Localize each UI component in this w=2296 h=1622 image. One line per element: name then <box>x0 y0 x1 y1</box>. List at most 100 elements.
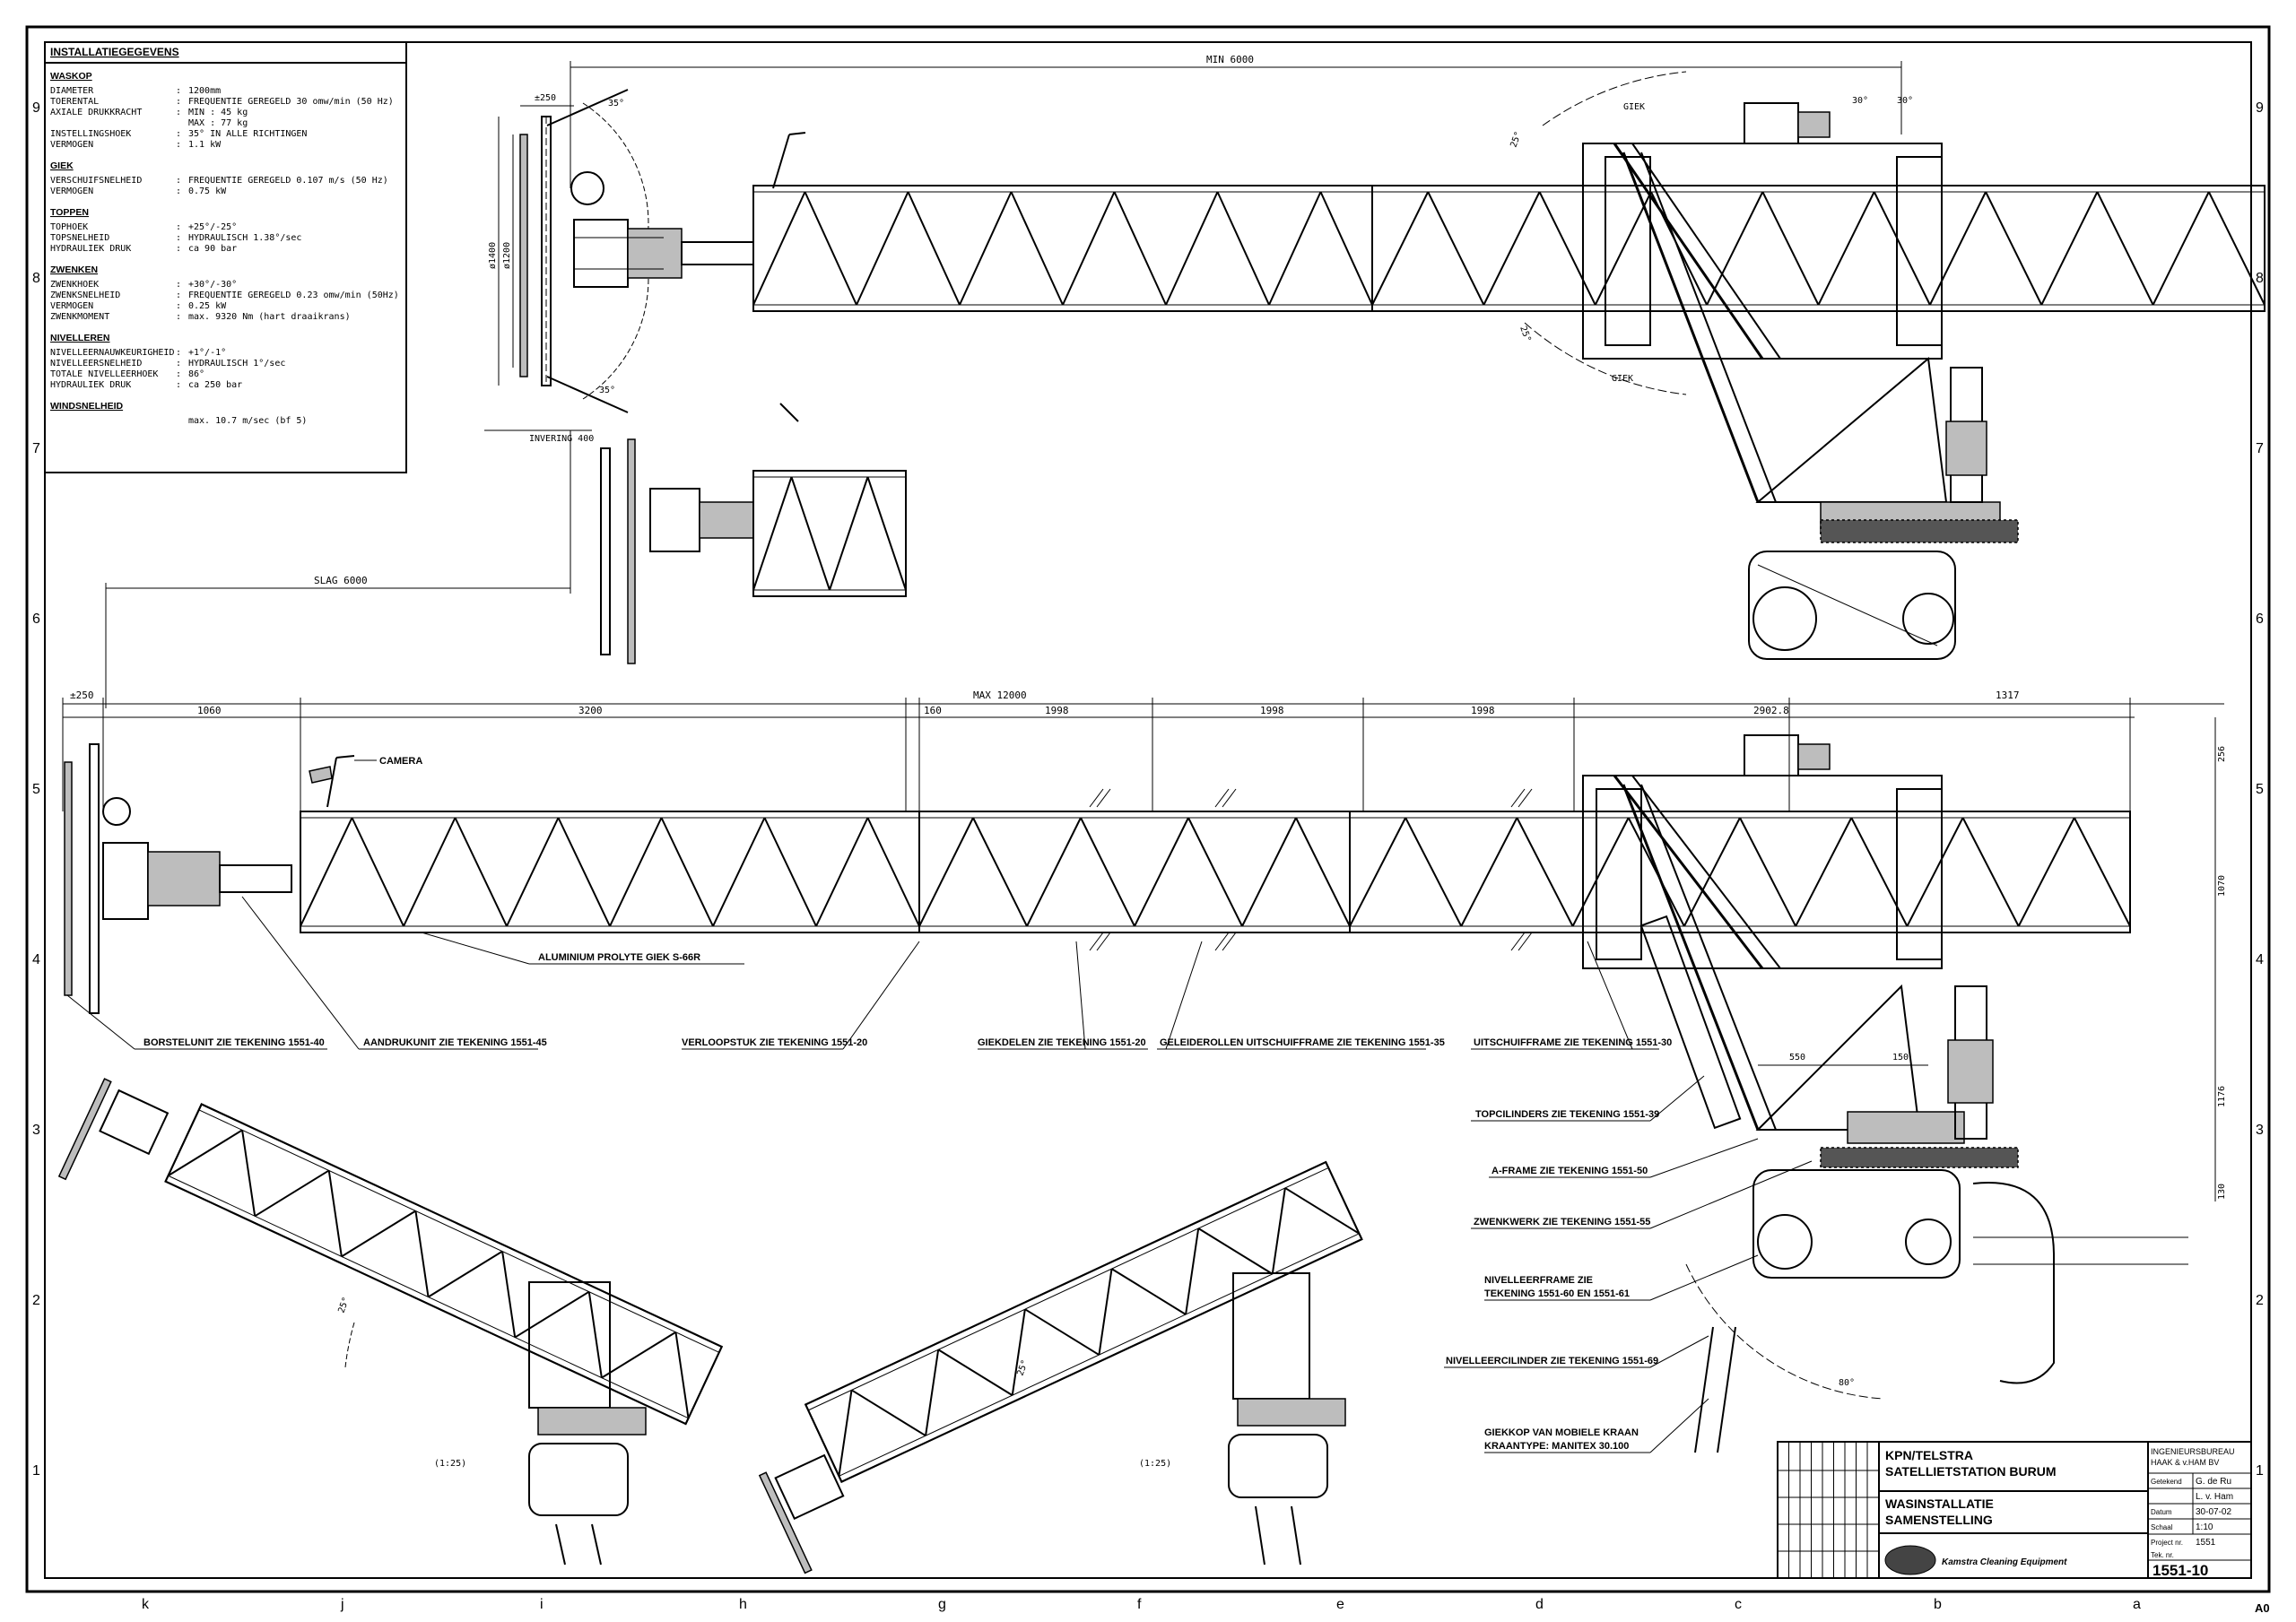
row-value: MIN : 45 kg <box>188 108 248 117</box>
angle-30-left: 30° <box>1852 96 1868 106</box>
truss-diagonal <box>1405 817 1463 927</box>
revision-grid <box>1777 1442 1879 1578</box>
row-colon: : <box>176 176 181 186</box>
row-colon: : <box>176 129 181 139</box>
callout-topcil: TOPCILINDERS ZIE TEKENING 1551-39 <box>1475 1109 1659 1120</box>
break-mark <box>1214 932 1230 951</box>
row-value: 0.75 kW <box>188 186 227 196</box>
dim-250-left: ±250 <box>70 690 94 701</box>
truss-diagonal <box>674 1331 690 1418</box>
label-datum: Datum <box>2151 1508 2172 1516</box>
truss-diagonal <box>937 1349 1013 1396</box>
truss-diagonal <box>1873 191 1931 306</box>
row-label-left: 1 <box>32 1463 40 1479</box>
truss-diagonal <box>2152 191 2210 306</box>
truss-diagonal <box>907 191 961 306</box>
dim-3200: 3200 <box>578 705 603 716</box>
callout-aandruk: AANDRUKUNIT ZIE TEKENING 1551-45 <box>363 1037 547 1048</box>
row-colon: : <box>176 233 181 243</box>
truss-diagonal <box>1817 191 1875 306</box>
drawing-number: 1551-10 <box>2152 1562 2208 1579</box>
row-value: ca 250 bar <box>188 380 242 390</box>
wash-head-detail-middle: SLAG 6000 <box>105 403 907 708</box>
row-colon: : <box>176 97 181 107</box>
truss-diagonal <box>414 1210 430 1297</box>
row-colon: : <box>176 348 181 358</box>
callout-uitschuif: UITSCHUIFFRAME ZIE TEKENING 1551-30 <box>1474 1037 1672 1048</box>
dim-160: 160 <box>924 705 942 716</box>
truss-diagonal <box>2207 191 2266 306</box>
row-label: NIVELLEERSNELHEID <box>50 359 142 369</box>
truss-frame <box>752 470 907 597</box>
label-project: Project nr. <box>2151 1539 2183 1547</box>
truss-diagonal <box>557 817 611 927</box>
sheet-size: A0 <box>2255 1601 2270 1615</box>
truss-chord <box>807 1167 1329 1411</box>
wash-head-detail-top: ±250 35° 35° ø1400 ø1200 INVERING 400 <box>484 89 754 444</box>
row-label: ZWENKMOMENT <box>50 312 109 322</box>
truss-diagonal <box>752 476 793 591</box>
truss-diagonal <box>2040 191 2099 306</box>
truss-diagonal <box>300 817 353 927</box>
dim-550: 550 <box>1789 1053 1805 1063</box>
break-mark <box>1518 932 1533 951</box>
angle-25-left-tilt: 25° <box>336 1296 352 1314</box>
break-mark <box>1089 932 1104 951</box>
truss-diagonal <box>327 1170 343 1257</box>
truss-frame <box>164 1103 724 1426</box>
truss-diagonal <box>712 817 766 927</box>
title-line1: WASINSTALLATIE <box>1885 1496 1994 1511</box>
break-mark <box>1518 788 1533 808</box>
truss-diagonal <box>1906 817 1964 927</box>
callout-profile: ALUMINIUM PROLYTE GIEK S-66R <box>538 952 700 963</box>
section-header: ZWENKEN <box>50 265 98 275</box>
row-label: ZWENKHOEK <box>50 280 99 290</box>
tilted-view-down <box>758 1160 1363 1574</box>
row-colon: : <box>176 312 181 322</box>
col-label: b <box>1934 1597 1942 1612</box>
row-label: DIAMETER <box>50 86 94 96</box>
company-logo: Kamstra Cleaning Equipment <box>1884 1545 2067 1575</box>
sheet-border <box>25 25 2271 1593</box>
row-value: max. 9320 Nm (hart draaikrans) <box>188 312 351 322</box>
truss-frame <box>300 811 920 933</box>
row-colon: : <box>176 140 181 150</box>
title-site: SATELLIETSTATION BURUM <box>1885 1464 2057 1479</box>
break-mark <box>1510 788 1526 808</box>
row-label: ZWENKSNELHEID <box>50 291 120 300</box>
label-tek: Tek. nr. <box>2151 1551 2174 1559</box>
truss-diagonal <box>866 817 920 927</box>
truss-diagonal <box>1284 1187 1360 1235</box>
truss-frame <box>1371 185 2266 312</box>
callout-verloop: VERLOOPSTUK ZIE TEKENING 1551-20 <box>682 1037 867 1048</box>
dim-150: 150 <box>1892 1053 1909 1063</box>
truss-diagonal <box>1683 817 1741 927</box>
row-label-right: 2 <box>2256 1293 2264 1308</box>
row-label: TOTALE NIVELLEERHOEK <box>50 369 158 379</box>
callout-nivframe-1: NIVELLEERFRAME ZIE <box>1484 1275 1593 1286</box>
boom-extended-main: MAX 12000 ±250 1060 3200 160 1998 1998 1… <box>62 690 2227 1453</box>
row-label-right: 5 <box>2256 782 2264 797</box>
callout-kraan-2: KRAANTYPE: MANITEX 30.100 <box>1484 1441 1629 1452</box>
row-colon: : <box>176 186 181 196</box>
truss-diagonal <box>1594 191 1652 306</box>
truss-diagonal <box>1268 191 1322 306</box>
row-label-left: 3 <box>32 1123 40 1138</box>
row-value: max. 10.7 m/sec (bf 5) <box>188 416 307 426</box>
truss-frame <box>804 1160 1363 1483</box>
row-value: 35° IN ALLE RICHTINGEN <box>188 129 307 139</box>
dimension-ticks <box>62 698 2131 811</box>
row-value: +1°/-1° <box>188 348 226 358</box>
truss-diagonal <box>1571 817 1630 927</box>
row-label: AXIALE DRUKKRACHT <box>50 108 142 117</box>
truss-diagonal <box>829 476 869 591</box>
truss-diagonal <box>850 1389 926 1437</box>
truss-diagonal <box>1134 817 1189 927</box>
tilted-truss-a <box>164 1103 724 1426</box>
section-header: NIVELLEREN <box>50 333 110 343</box>
callout-nivcil: NIVELLEERCILINDER ZIE TEKENING 1551-69 <box>1446 1356 1658 1366</box>
row-label: NIVELLEERNAUWKEURIGHEID <box>50 348 174 358</box>
truss-diagonal <box>1516 817 1574 927</box>
truss-diagonal <box>856 191 909 306</box>
row-label: VERMOGEN <box>50 186 93 196</box>
